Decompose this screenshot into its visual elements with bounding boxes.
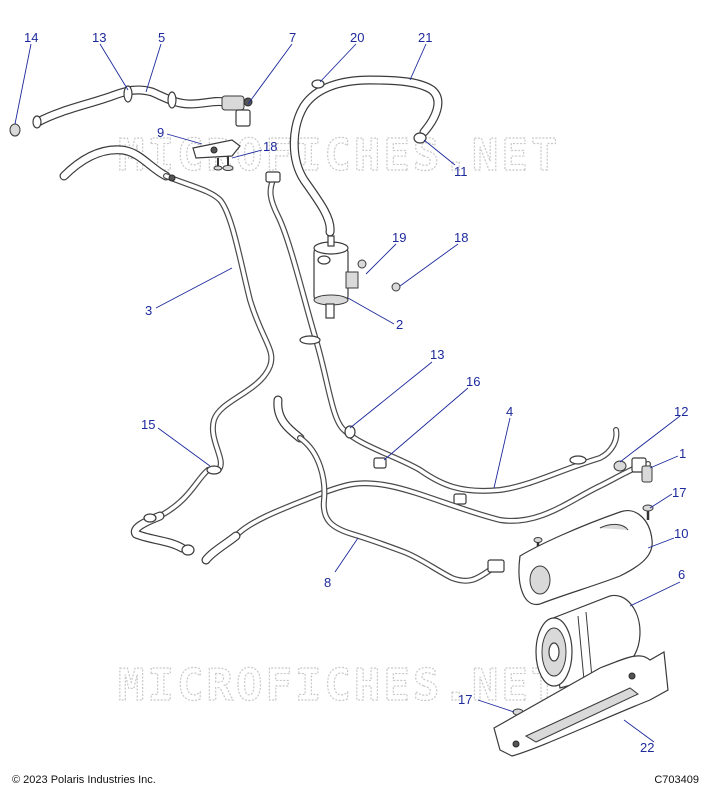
callout-6: 6 [678,567,685,582]
callouts-layer: 14 13 5 7 20 21 9 18 11 19 18 3 2 13 16 … [14,30,688,755]
callout-3: 3 [145,303,152,318]
part-10-mount [518,510,653,605]
callout-11: 11 [454,164,468,179]
callout-19: 19 [392,230,406,245]
part-8-fuel-line [273,395,505,584]
part-17-bolt-upper [642,504,654,520]
callout-7: 7 [289,30,296,45]
part-12-fitting [613,460,627,472]
callout-13-top: 13 [92,30,106,45]
watermark-top: MICROFICHES.NET [118,130,560,181]
part-19-screw [357,259,367,269]
callout-12: 12 [674,404,688,419]
part-18-bolt-right [391,282,401,292]
callout-21: 21 [418,30,432,45]
part-9-bracket [192,139,241,159]
part-13-clamp-mid [344,425,356,439]
part-3-fuel-tube [59,145,275,556]
callout-17-lower: 17 [458,692,472,707]
part-20-clamp [311,79,325,89]
part-14-cap [9,123,21,137]
callout-18-upper: 18 [263,139,277,154]
callout-20: 20 [350,30,364,45]
figure-id: C703409 [654,774,699,786]
part-2-filter [313,235,359,319]
callout-22: 22 [640,740,654,755]
watermark-bottom: MICROFICHES.NET [118,660,560,711]
callout-8: 8 [324,575,331,590]
part-21-hose [289,75,443,237]
callout-18-right: 18 [454,230,468,245]
part-1-fuel-line [201,457,653,565]
callout-10: 10 [674,526,688,541]
callout-13-mid: 13 [430,347,444,362]
part-16-clip [373,457,467,505]
part-11-clamp [413,132,427,144]
part-22-bracket [493,651,669,757]
callout-15: 15 [141,417,155,432]
part-5-vent-hose [32,85,229,129]
callout-9: 9 [157,125,164,140]
part-13-clamp-top [123,85,177,109]
part-4-fuel-line [265,171,620,494]
part-18-bolt-upper [222,156,234,171]
callout-16: 16 [466,374,480,389]
part-7-valve [221,95,253,127]
callout-1: 1 [679,446,686,461]
part-15-clamp [143,465,222,523]
callout-4: 4 [506,404,513,419]
copyright-notice: © 2023 Polaris Industries Inc. [12,774,156,786]
part-18-bolt-left [213,158,223,171]
callout-5: 5 [158,30,165,45]
callout-14: 14 [24,30,38,45]
callout-2: 2 [396,317,403,332]
callout-17-upper: 17 [672,485,686,500]
